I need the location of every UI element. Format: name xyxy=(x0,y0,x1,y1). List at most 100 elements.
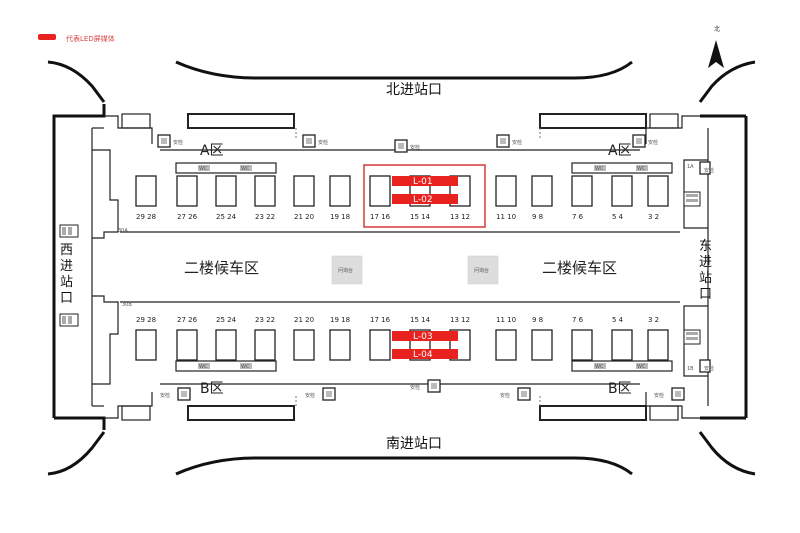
north-arrow-icon: 北 xyxy=(708,25,724,68)
gate-number-label: 17 16 xyxy=(370,213,391,221)
security-check: 安检 xyxy=(654,387,685,401)
led-label: L-02 xyxy=(413,195,433,205)
kiosk-label: 30B xyxy=(122,302,132,308)
security-check: 安检 xyxy=(632,134,658,148)
gate-pair: 21 20 xyxy=(293,175,315,221)
svg-text:安检: 安检 xyxy=(704,167,714,174)
led-label: L-03 xyxy=(413,332,433,342)
gate-pair: 27 26 xyxy=(176,175,198,221)
south-wall-segments xyxy=(121,405,679,421)
security-check: 安检 xyxy=(500,387,531,401)
gate-number-label: 3 2 xyxy=(648,316,659,324)
gate-number-label: 13 12 xyxy=(450,316,470,324)
security-check: 安检 xyxy=(302,134,328,148)
gate-number-label: 7 6 xyxy=(572,213,584,221)
gate-pair: 29 28 xyxy=(135,175,157,221)
gate-box xyxy=(293,175,315,207)
gate-number-label: 25 24 xyxy=(216,213,237,221)
svg-text:安检: 安检 xyxy=(500,392,510,399)
svg-text:WC: WC xyxy=(595,364,604,370)
gate-box xyxy=(254,175,276,207)
gate-box xyxy=(495,329,517,361)
gate-number-label: 27 26 xyxy=(177,316,198,324)
gate-number-label: 29 28 xyxy=(136,316,156,324)
north-road xyxy=(175,60,633,80)
security-check: 安检 xyxy=(160,387,191,401)
gate-number-label: 21 20 xyxy=(294,316,314,324)
led-label: L-01 xyxy=(413,177,433,187)
gate-box xyxy=(369,175,391,207)
gate-number-label: 13 12 xyxy=(450,213,470,221)
svg-text:口: 口 xyxy=(699,287,712,302)
gate-box xyxy=(495,175,517,207)
gate-pair: 21 20 xyxy=(293,316,315,361)
zone-a-right: A区 xyxy=(608,143,632,159)
info-desk-label: 问询台 xyxy=(338,267,353,274)
gate-box xyxy=(329,329,351,361)
gate-box xyxy=(329,175,351,207)
gate-box xyxy=(176,329,198,361)
gate-box xyxy=(647,175,669,207)
gate-box xyxy=(611,175,633,207)
gate-number-label: 11 10 xyxy=(496,213,516,221)
kiosk-label: 30A xyxy=(118,228,128,234)
waiting-area-left: 二楼候车区 xyxy=(184,259,259,277)
gate-box xyxy=(369,329,391,361)
gate-number-label: 7 6 xyxy=(572,316,584,324)
gate-number-label: 21 20 xyxy=(294,213,314,221)
legend: 代表LED屏媒体 xyxy=(38,34,115,43)
gate-pair: 7 6 xyxy=(571,175,593,221)
svg-text:WC: WC xyxy=(595,166,604,172)
led-screen-l04 xyxy=(392,349,458,359)
svg-text:安检: 安检 xyxy=(173,139,183,146)
stairs xyxy=(59,191,701,345)
gate-pair: 7 6 xyxy=(571,316,593,361)
gate-pair: 25 24 xyxy=(215,316,237,361)
building-outline xyxy=(52,104,748,430)
svg-text:站: 站 xyxy=(60,275,73,290)
svg-text:安检: 安检 xyxy=(305,392,315,399)
gate-pair: 17 16 xyxy=(369,316,391,361)
svg-text:WC: WC xyxy=(241,166,250,172)
west-exit-label: 西 进 站 口 xyxy=(58,238,76,310)
security-check: 安检 xyxy=(305,387,336,401)
gate-pair: 19 18 xyxy=(329,175,351,221)
south-exit-label: 南进站口 xyxy=(386,436,442,452)
gate-number-label: 23 22 xyxy=(255,213,275,221)
security-check: 安检 xyxy=(699,161,714,175)
north-wall-segments xyxy=(121,113,679,129)
gate-box xyxy=(176,175,198,207)
gate-box xyxy=(293,329,315,361)
kiosk-label: 1B xyxy=(687,366,694,372)
led-screens: L-01 L-02 L-03 L-04 xyxy=(392,176,458,360)
security-check: 安检 xyxy=(394,139,420,153)
kiosk-label: 1A xyxy=(687,164,694,170)
road-curve xyxy=(47,431,106,476)
gate-box xyxy=(611,329,633,361)
gate-number-label: 19 18 xyxy=(330,213,350,221)
gate-number-label: 29 28 xyxy=(136,213,156,221)
svg-text:WC: WC xyxy=(199,364,208,370)
gate-number-label: 9 8 xyxy=(532,316,543,324)
svg-text:进: 进 xyxy=(699,255,712,270)
led-screen-l01 xyxy=(392,176,458,186)
svg-text:安检: 安检 xyxy=(410,144,420,151)
zone-a-left: A区 xyxy=(200,143,224,159)
waiting-area-right: 二楼候车区 xyxy=(542,259,617,277)
gate-box xyxy=(254,329,276,361)
gate-pair: 3 2 xyxy=(647,316,669,361)
zone-b-left: B区 xyxy=(200,381,224,397)
security-check: 安检 xyxy=(699,359,714,373)
zone-b-right: B区 xyxy=(608,381,632,397)
gate-number-label: 27 26 xyxy=(177,213,198,221)
svg-text:安检: 安检 xyxy=(410,384,420,391)
gate-pair: 9 8 xyxy=(531,175,553,221)
gate-pair: 27 26 xyxy=(176,316,198,361)
north-exit-label: 北进站口 xyxy=(386,82,442,98)
gate-pair: 11 10 xyxy=(495,316,517,361)
legend-label: 代表LED屏媒体 xyxy=(66,34,115,43)
gate-pair: 29 28 xyxy=(135,316,157,361)
svg-text:进: 进 xyxy=(60,259,73,274)
gate-box xyxy=(135,175,157,207)
